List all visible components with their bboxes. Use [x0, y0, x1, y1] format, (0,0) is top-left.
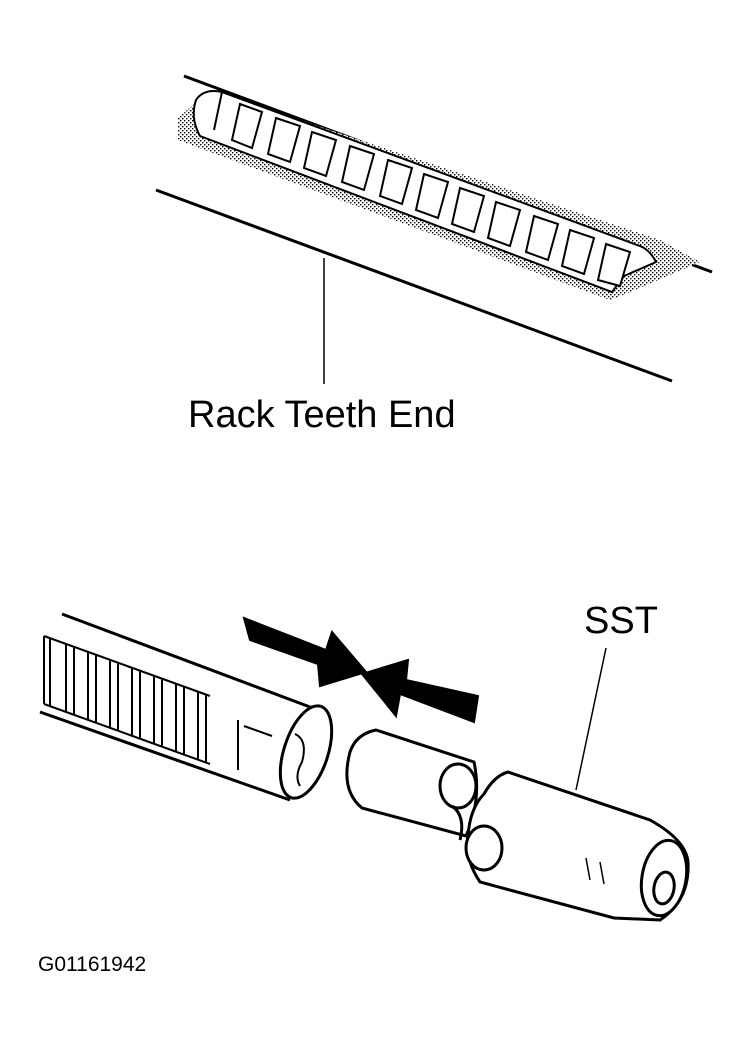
sst-label: SST	[584, 600, 658, 642]
rack-teeth-end-label: Rack Teeth End	[188, 394, 456, 436]
rack-end-teeth	[43, 635, 211, 765]
press-arrows	[242, 616, 480, 724]
sst-leader	[575, 647, 607, 791]
rack-teeth	[192, 90, 658, 294]
arrow-right-icon	[360, 658, 480, 724]
rack-lower-edge	[155, 188, 673, 383]
rack-end-face	[278, 704, 334, 800]
sst-tool	[464, 770, 690, 922]
rack-end-bottom-edge	[39, 710, 291, 802]
rack-end	[39, 612, 334, 802]
arrow-left-icon	[242, 616, 368, 688]
rack-end-top-edge	[61, 612, 319, 712]
collar	[345, 728, 479, 841]
figure-id: G01161942	[38, 953, 147, 976]
